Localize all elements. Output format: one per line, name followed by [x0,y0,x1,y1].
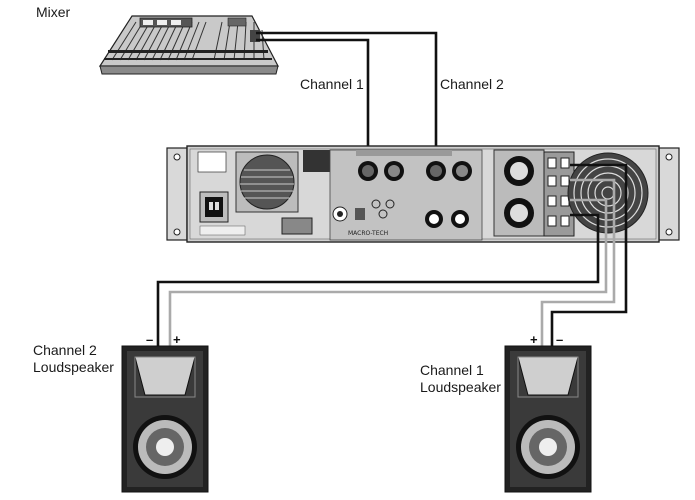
channel-1-speaker-label: Channel 1 Loudspeaker [420,362,501,396]
mixer-console [98,15,279,75]
ch1-positive-cable [540,178,616,346]
left-plus-sign: + [173,332,181,347]
channel-2-loudspeaker [121,345,209,493]
speakon-output-2 [504,198,534,228]
channel-2-input-label: Channel 2 [440,76,504,92]
channel-2-speaker-label-line1: Channel 2 [33,342,97,358]
ch2-positive-cable [168,198,608,346]
mixer-label: Mixer [36,4,71,20]
ch2-negative-cable [156,213,600,346]
channel-1-loudspeaker [504,345,592,493]
channel-2-xlr-input [426,161,472,181]
input-cables [256,31,438,160]
channel-2-speaker-label: Channel 2 Loudspeaker [33,342,114,376]
channel-1-input-cable [256,38,370,160]
channel-1-input-label: Channel 1 [300,76,364,92]
amplifier: MACRO-TECH [166,145,680,243]
right-minus-sign: – [556,332,564,347]
channel-2-speaker-label-line2: Loudspeaker [33,359,114,375]
left-minus-sign: – [146,332,154,347]
channel-2-input-cable [256,31,438,160]
speakon-output-1 [504,156,534,186]
channel-1-xlr-input [358,161,404,181]
amp-brand: MACRO-TECH [348,230,388,237]
ch1-negative-cable [550,163,628,346]
speaker-cables [156,163,628,346]
channel-1-speaker-label-line2: Loudspeaker [420,379,501,395]
right-plus-sign: + [530,332,538,347]
channel-1-speaker-label-line1: Channel 1 [420,362,484,378]
